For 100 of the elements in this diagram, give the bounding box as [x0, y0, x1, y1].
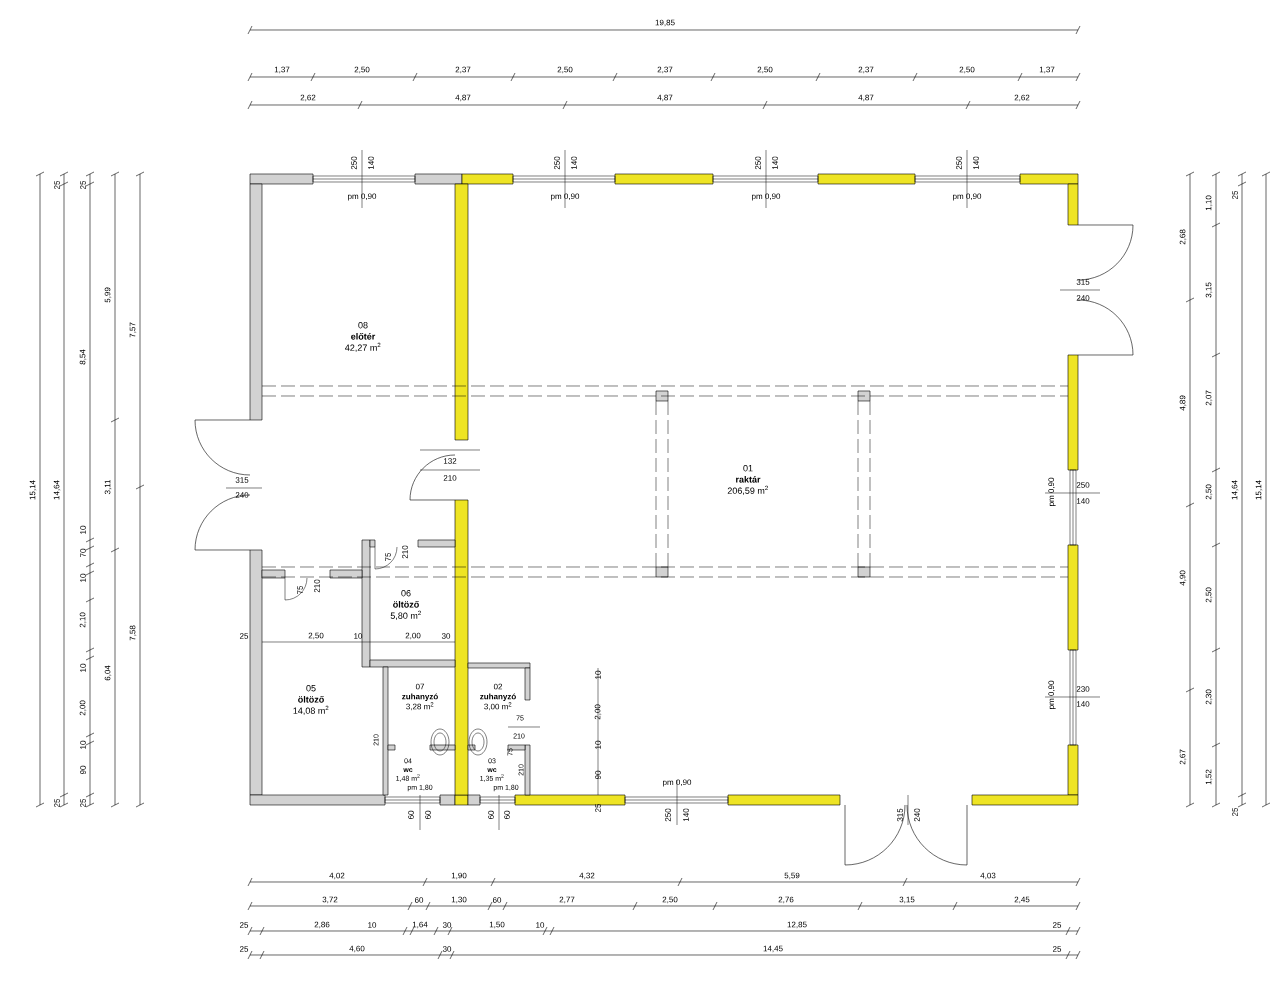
dimension-label: 250 — [1076, 482, 1090, 488]
dimension-label: 1,37 — [274, 66, 290, 74]
dimension-label: 30 — [442, 946, 452, 952]
dimension-label: 140 — [683, 808, 689, 822]
dimension-label: 60 — [425, 810, 431, 820]
dimension-label: 132 — [443, 458, 457, 464]
dimension-label: 240 — [914, 808, 920, 822]
dimension-label: pm 0,90 — [1048, 477, 1056, 506]
dimension-label: 4,02 — [329, 872, 345, 880]
dimension-label: 2,50 — [557, 66, 573, 74]
dimension-label: 240 — [1076, 295, 1090, 301]
dimension-label: 2,50 — [757, 66, 773, 74]
dimension-label: 2,00 — [79, 700, 87, 716]
dimension-label: 60 — [492, 897, 502, 903]
dimension-label: pm 0,90 — [551, 193, 580, 201]
dimension-label: 25 — [1052, 946, 1062, 952]
dimension-label: 2,50 — [959, 66, 975, 74]
dimension-label: pm 0,90 — [1048, 680, 1056, 709]
dimension-label: 240 — [235, 492, 249, 498]
dimension-label: 7,57 — [129, 322, 137, 338]
room-label: 01 raktár 206,59 m$^{2}$ — [727, 465, 768, 495]
dimension-label: 7,58 — [129, 625, 137, 641]
dimension-label: 15,14 — [1255, 480, 1263, 500]
dimension-label: 4,32 — [579, 872, 595, 880]
dimension-label: 2,68 — [1179, 229, 1187, 245]
dimension-label: 250 — [554, 156, 560, 170]
dimension-label: 250 — [665, 808, 671, 822]
dimension-label: 60 — [488, 810, 494, 820]
room-label: 06 öltöző 5,80 m$^{2}$ — [390, 590, 421, 620]
dimension-label: 60 — [414, 897, 424, 903]
dimension-label: 140 — [1076, 701, 1090, 707]
dimension-label: 5,99 — [104, 287, 112, 303]
dimension-label: 210 — [402, 545, 408, 559]
dimension-label: 315 — [235, 477, 249, 483]
dimension-label: 140 — [772, 156, 778, 170]
dimension-label: 2,67 — [1179, 749, 1187, 765]
dimension-label: 2,50 — [662, 896, 678, 904]
dimension-label: 6,04 — [104, 665, 112, 681]
dimension-label: pm 0,90 — [752, 193, 781, 201]
dimension-label: 60 — [408, 810, 414, 820]
dimension-label: 1,90 — [451, 872, 467, 880]
dimension-label: 2,37 — [657, 66, 673, 74]
dimension-label: 10 — [368, 922, 377, 928]
dimension-label: 25 — [1052, 922, 1062, 928]
dimension-label: 210 — [314, 579, 320, 593]
dimension-label: 140 — [368, 156, 374, 170]
dimension-label: 10 — [536, 922, 545, 928]
dimension-label: 25 — [54, 180, 60, 190]
dimension-label: 3,11 — [104, 479, 112, 495]
dimension-label: 14,64 — [53, 480, 61, 500]
room-label: 02 zuhanyzó 3,00 m$^{2}$ — [480, 683, 516, 711]
dimension-label: 19,85 — [655, 19, 675, 27]
dimension-label: 4,87 — [657, 94, 673, 102]
dimension-label: 90 — [80, 765, 86, 775]
dimension-label: 2,45 — [1014, 896, 1030, 904]
dimension-label: 4,90 — [1179, 570, 1187, 586]
dimension-label: 210 — [443, 475, 457, 481]
dimension-label: 1,30 — [451, 896, 467, 904]
dimension-label: 3,72 — [322, 896, 338, 904]
dimension-label: 2,62 — [300, 94, 316, 102]
dimension-label: 3,15 — [1205, 282, 1213, 298]
dimension-label: 2,50 — [308, 632, 324, 640]
dimension-label: 1,50 — [489, 921, 505, 929]
dimension-label: 25 — [595, 803, 601, 813]
dimension-label: 250 — [956, 156, 962, 170]
dimension-label: 2,62 — [1014, 94, 1030, 102]
dimension-label: 2,76 — [778, 896, 794, 904]
dimension-label: 3,15 — [899, 896, 915, 904]
dimension-label: 10 — [595, 670, 601, 679]
dimension-label: 8,54 — [79, 349, 87, 365]
dimension-label: 70 — [80, 548, 86, 558]
dimension-label: 25 — [239, 633, 249, 639]
dimension-label: 2,00 — [405, 632, 421, 640]
dimension-label: 2,50 — [1205, 484, 1213, 500]
dimension-label: 2,37 — [455, 66, 471, 74]
dimension-label: 30 — [442, 922, 452, 928]
room-label: 07 zuhanyzó 3,28 m$^{2}$ — [402, 683, 438, 711]
dimension-label: 140 — [571, 156, 577, 170]
dimension-label: 90 — [595, 770, 601, 780]
dimension-label: 2,37 — [858, 66, 874, 74]
room-label: 08 előtér 42,27 m$^{2}$ — [345, 322, 381, 352]
dimension-label: 14,45 — [763, 945, 783, 953]
dimension-label: 30 — [441, 633, 451, 639]
dimension-label: 250 — [351, 156, 357, 170]
dimension-label: 25 — [1232, 807, 1238, 817]
dimension-label: 4,03 — [980, 872, 996, 880]
dimension-label: 25 — [1232, 190, 1238, 200]
dimension-label: 25 — [80, 180, 86, 190]
dimension-label: 2,07 — [1205, 390, 1213, 406]
dimension-label: 2,10 — [79, 612, 87, 628]
dimension-label: 4,87 — [858, 94, 874, 102]
dimension-label: 10 — [595, 740, 601, 749]
dimension-label: 2,50 — [1205, 587, 1213, 603]
dimension-label: 75 — [297, 585, 303, 595]
dimension-label: 25 — [239, 946, 249, 952]
dimension-label: 10 — [80, 525, 86, 534]
dimension-label: 4,60 — [349, 945, 365, 953]
dimension-label: 25 — [239, 922, 249, 928]
dimension-label: 1,10 — [1205, 195, 1213, 211]
dimension-label: pm 0,90 — [663, 779, 692, 787]
